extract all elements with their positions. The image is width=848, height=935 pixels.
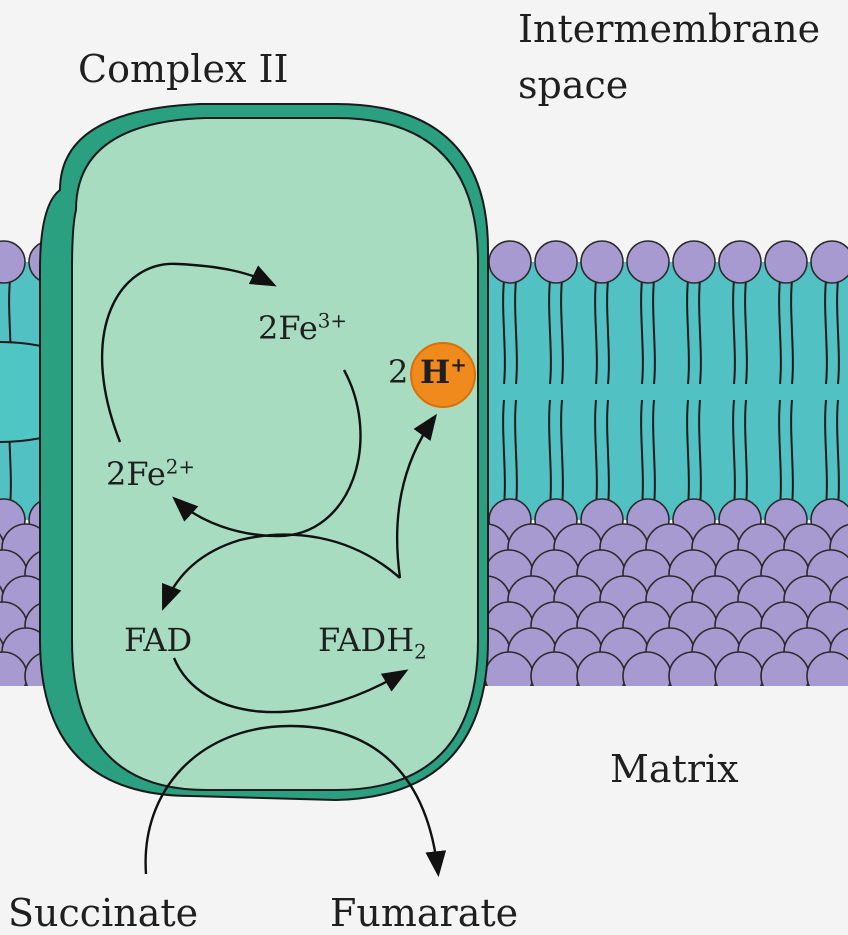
succinate-label: Succinate bbox=[8, 891, 199, 935]
proton-count: 2 bbox=[388, 353, 409, 391]
arrow-fad-to-fadh2 bbox=[172, 657, 409, 714]
complex-ii-label: Complex II bbox=[78, 47, 289, 91]
lipid-head bbox=[0, 240, 26, 284]
matrix-label: Matrix bbox=[610, 747, 739, 791]
lipid-tail bbox=[502, 399, 506, 507]
lipid-head bbox=[576, 651, 626, 686]
lipid-head bbox=[626, 240, 670, 284]
fad-label: FAD bbox=[124, 621, 193, 659]
proton-icon bbox=[410, 342, 476, 408]
lipid-head bbox=[718, 240, 762, 284]
lipid-tail bbox=[594, 279, 598, 385]
proton-label: H+ bbox=[420, 353, 467, 391]
lipid-tail bbox=[606, 279, 610, 385]
fadh2-base: FADH bbox=[318, 621, 415, 659]
lipid-tail bbox=[640, 279, 644, 385]
lipid-tail bbox=[824, 279, 828, 385]
arrow-to-protons bbox=[395, 413, 438, 579]
reaction-arrows bbox=[100, 262, 447, 878]
lipid-tail bbox=[606, 399, 610, 507]
fadh2-label: FADH2 bbox=[318, 621, 427, 662]
lipid-head bbox=[488, 240, 532, 284]
lipid-head bbox=[668, 651, 718, 686]
lipid-tail bbox=[652, 399, 656, 507]
lipid-tail bbox=[560, 279, 564, 385]
lipid-head bbox=[806, 651, 848, 686]
fe3-base: 2Fe bbox=[258, 309, 318, 347]
fumarate-label: Fumarate bbox=[330, 891, 519, 935]
lipid-tail bbox=[514, 279, 518, 385]
lipid-tail bbox=[686, 279, 690, 385]
proton-symbol: H bbox=[420, 353, 451, 391]
fadh2-subscript: 2 bbox=[414, 640, 427, 664]
lipid-head bbox=[764, 240, 808, 284]
lipid-tail bbox=[790, 399, 794, 507]
lipid-tail bbox=[744, 279, 748, 385]
arrow-fe3-to-fe2 bbox=[172, 369, 362, 538]
lipid-tail bbox=[836, 399, 840, 507]
fe2-base: 2Fe bbox=[106, 455, 166, 493]
lipid-head bbox=[714, 651, 764, 686]
lipid-head bbox=[672, 240, 716, 284]
lipid-tail bbox=[548, 399, 552, 507]
lipid-tail bbox=[686, 399, 690, 507]
fe2-charge: 2+ bbox=[165, 455, 195, 479]
arrow-fe2-to-fe3 bbox=[100, 262, 277, 443]
lipid-tail bbox=[732, 279, 736, 385]
lipid-head bbox=[810, 240, 848, 284]
lipid-tail bbox=[548, 279, 552, 385]
proton-charge: + bbox=[450, 352, 467, 377]
arrow-fadh2-to-fad bbox=[162, 533, 401, 611]
fe3-label: 2Fe3+ bbox=[258, 309, 347, 347]
lipid-tail bbox=[778, 399, 782, 507]
lipid-tail bbox=[514, 399, 518, 507]
intermembrane-label-line2: space bbox=[518, 63, 629, 107]
lipid-tail bbox=[594, 399, 598, 507]
lipid-tail bbox=[640, 399, 644, 507]
lipid-tail bbox=[836, 279, 840, 385]
lipid-tail bbox=[698, 279, 702, 385]
lipid-tail bbox=[698, 399, 702, 507]
lipid-head bbox=[580, 240, 624, 284]
lipid-head bbox=[484, 651, 534, 686]
lipid-head bbox=[760, 651, 810, 686]
lipid-tail bbox=[652, 279, 656, 385]
lipid-tail bbox=[560, 399, 564, 507]
lipid-head bbox=[622, 651, 672, 686]
lipid-tail bbox=[824, 399, 828, 507]
fe3-charge: 3+ bbox=[317, 309, 347, 333]
lipid-tail bbox=[744, 399, 748, 507]
arrow-succinate-to-fumarate bbox=[144, 724, 447, 878]
complex-ii-body bbox=[71, 117, 479, 791]
lipid-head bbox=[534, 240, 578, 284]
lipid-tail bbox=[732, 399, 736, 507]
lipid-head bbox=[530, 651, 580, 686]
lipid-tail bbox=[778, 279, 782, 385]
fe2-label: 2Fe2+ bbox=[106, 455, 195, 493]
lipid-tail bbox=[502, 279, 506, 385]
lipid-tail bbox=[790, 279, 794, 385]
intermembrane-label-line1: Intermembrane bbox=[518, 7, 821, 51]
